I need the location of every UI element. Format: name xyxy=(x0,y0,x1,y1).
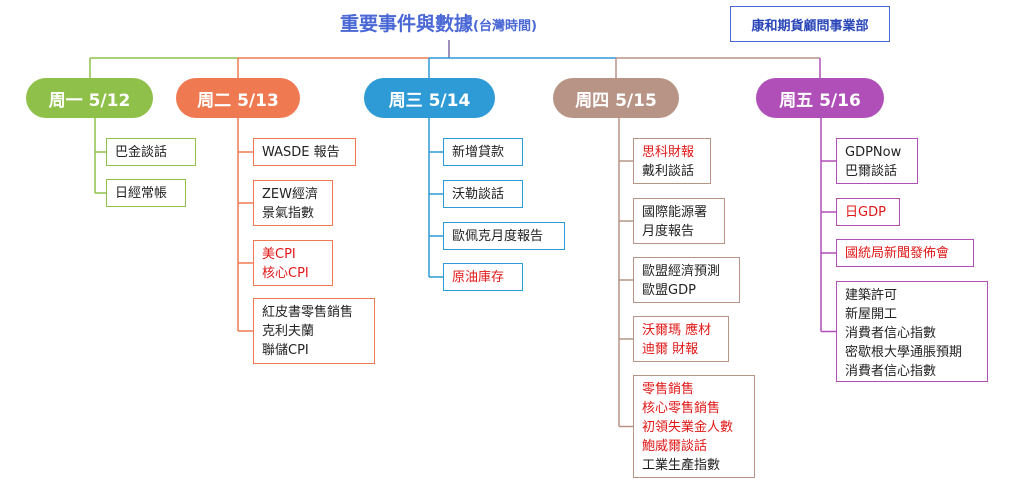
event-line: 工業生產指數 xyxy=(642,458,721,473)
event-box: 原油庫存 xyxy=(443,263,523,291)
event-line: 戴利談話 xyxy=(642,164,695,179)
event-box: 沃爾瑪 應材 迪爾 財報 xyxy=(633,316,729,362)
event-box: 建築許可 新屋開工 消費者信心指數 密歇根大學通脹預期 消費者信心指數 xyxy=(836,281,988,382)
event-box: GDPNow 巴爾談話 xyxy=(836,138,918,184)
event-box: 零售銷售 核心零售銷售 初領失業金人數 鮑威爾談話 工業生產指數 xyxy=(633,375,755,478)
event-line: 歐佩克月度報告 xyxy=(452,229,544,244)
day-header-fri: 周五 5/16 xyxy=(756,78,884,118)
event-line: 巴金談話 xyxy=(115,145,168,160)
event-box: ZEW經濟 景氣指數 xyxy=(253,180,333,226)
day-label: 周五 5/16 xyxy=(779,90,861,111)
day-label: 周四 5/15 xyxy=(575,90,657,111)
event-line: 聯儲CPI xyxy=(262,343,309,358)
event-box: 沃勒談話 xyxy=(443,180,523,208)
day-label: 周一 5/12 xyxy=(48,90,131,111)
event-line: 沃勒談話 xyxy=(452,187,505,202)
event-line: 日GDP xyxy=(845,205,886,220)
day-header-thu: 周四 5/15 xyxy=(553,78,679,118)
day-label: 周三 5/14 xyxy=(388,90,471,111)
event-line: 新增貸款 xyxy=(452,145,505,160)
event-line: WASDE 報告 xyxy=(262,145,340,160)
event-line: 思科財報 xyxy=(642,145,695,160)
org-label: 康和期貨顧問事業部 xyxy=(751,18,869,34)
day-header-mon: 周一 5/12 xyxy=(26,78,153,118)
event-line: 消費者信心指數 xyxy=(845,326,937,341)
event-line: ZEW經濟 xyxy=(262,187,318,202)
event-box: 國統局新聞發佈會 xyxy=(836,239,974,267)
event-line: 建築許可 xyxy=(845,288,898,303)
event-line: 零售銷售 xyxy=(642,382,695,397)
title-sub: (台灣時間) xyxy=(473,19,537,34)
event-line: 原油庫存 xyxy=(452,270,505,285)
event-line: 紅皮書零售銷售 xyxy=(262,305,354,320)
event-line: 國際能源署 xyxy=(642,205,708,220)
event-line: 鮑威爾談話 xyxy=(642,439,708,454)
event-box: 日經常帳 xyxy=(106,179,186,207)
event-box: 歐盟經濟預測 歐盟GDP xyxy=(633,257,740,303)
event-line: 密歇根大學通脹預期 xyxy=(845,345,963,360)
event-line: 克利夫蘭 xyxy=(262,324,315,339)
event-box: WASDE 報告 xyxy=(253,138,356,166)
diagram-title: 重要事件與數據(台灣時間) xyxy=(340,10,537,38)
event-line: 巴爾談話 xyxy=(845,164,898,179)
event-line: 景氣指數 xyxy=(262,206,315,221)
event-line: 歐盟GDP xyxy=(642,283,696,298)
day-header-tue: 周二 5/13 xyxy=(176,78,300,118)
event-line: 日經常帳 xyxy=(115,186,168,201)
event-box: 美CPI 核心CPI xyxy=(253,240,333,286)
event-box: 思科財報 戴利談話 xyxy=(633,138,711,184)
event-box: 歐佩克月度報告 xyxy=(443,222,565,250)
event-line: 迪爾 財報 xyxy=(642,342,699,357)
event-box: 國際能源署 月度報告 xyxy=(633,198,725,244)
event-line: 國統局新聞發佈會 xyxy=(845,246,950,261)
event-line: GDPNow xyxy=(845,145,902,160)
event-line: 核心CPI xyxy=(262,266,309,281)
day-label: 周二 5/13 xyxy=(197,90,279,111)
event-line: 核心零售銷售 xyxy=(642,401,721,416)
event-box: 日GDP xyxy=(836,198,900,226)
event-line: 初領失業金人數 xyxy=(642,420,734,435)
event-box: 新增貸款 xyxy=(443,138,523,166)
title-main: 重要事件與數據 xyxy=(340,13,474,35)
event-line: 月度報告 xyxy=(642,224,695,239)
event-line: 沃爾瑪 應材 xyxy=(642,323,712,338)
event-line: 美CPI xyxy=(262,247,296,262)
event-line: 新屋開工 xyxy=(845,307,898,322)
org-label-box: 康和期貨顧問事業部 xyxy=(730,6,890,42)
event-line: 歐盟經濟預測 xyxy=(642,264,721,279)
day-header-wed: 周三 5/14 xyxy=(364,78,495,118)
event-box: 巴金談話 xyxy=(106,138,196,166)
event-line: 消費者信心指數 xyxy=(845,364,937,379)
event-box: 紅皮書零售銷售 克利夫蘭 聯儲CPI xyxy=(253,298,375,364)
